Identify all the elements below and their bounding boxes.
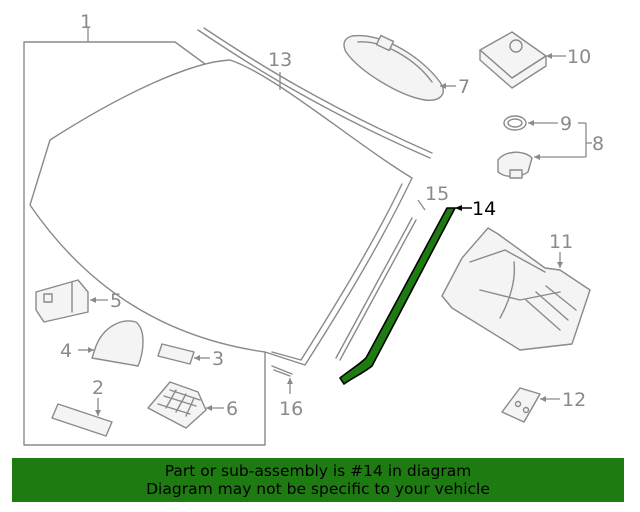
part-12-small-bracket bbox=[501, 387, 541, 423]
callout-4: 4 bbox=[60, 340, 72, 362]
callout-10: 10 bbox=[567, 46, 591, 68]
callout-6-arrowhead bbox=[206, 405, 212, 411]
part-13-upper-moulding-edge bbox=[203, 27, 433, 154]
part-10-sensor-mount bbox=[479, 31, 547, 89]
part-13-upper-moulding bbox=[197, 29, 431, 159]
callout-14: 14 bbox=[472, 198, 496, 220]
callout-12: 12 bbox=[562, 389, 586, 411]
part-14-pillar-moulding-highlighted bbox=[339, 207, 456, 385]
windshield-glass bbox=[29, 59, 413, 366]
part-2-plate bbox=[51, 403, 113, 437]
callout-14-arrowhead bbox=[455, 205, 462, 211]
callout-16-arrowhead bbox=[287, 378, 293, 384]
part-3-adhesive-pad bbox=[157, 343, 195, 365]
part-11-console-housing bbox=[441, 227, 591, 351]
callout-9: 9 bbox=[560, 113, 572, 135]
callout-6: 6 bbox=[226, 398, 238, 420]
callout-11: 11 bbox=[549, 231, 573, 253]
part-4-sensor-cover bbox=[91, 320, 144, 367]
callout-1: 1 bbox=[80, 11, 92, 33]
callout-15-leader bbox=[417, 199, 426, 211]
part-9-ring-inner bbox=[507, 118, 523, 128]
callout-9-arrowhead bbox=[528, 120, 534, 126]
windshield-inner-edge bbox=[271, 183, 403, 361]
part-15-side-moulding bbox=[335, 217, 417, 361]
part-8-sensor-bracket bbox=[497, 151, 533, 179]
part-6-rain-sensor-bracket bbox=[147, 381, 207, 429]
info-banner: Part or sub-assembly is #14 in diagram D… bbox=[12, 458, 624, 502]
callout-2: 2 bbox=[92, 377, 104, 399]
part-16-clip bbox=[271, 365, 293, 377]
callout-3: 3 bbox=[212, 348, 224, 370]
callout-11-arrowhead bbox=[557, 262, 563, 268]
callout-4-arrowhead bbox=[88, 347, 94, 353]
callout-12-arrowhead bbox=[540, 396, 546, 402]
callout-7: 7 bbox=[458, 76, 470, 98]
callout-3-arrowhead bbox=[194, 355, 200, 361]
callout-8-arrowhead bbox=[534, 154, 540, 160]
callout-5-arrowhead bbox=[90, 297, 96, 303]
part-7-rearview-mirror bbox=[343, 34, 444, 101]
callout-8: 8 bbox=[592, 133, 604, 155]
windshield-parts-diagram: 1 13 7 10 9 bbox=[23, 11, 604, 446]
callout-10-arrowhead bbox=[546, 53, 552, 59]
callout-7-arrowhead bbox=[440, 83, 446, 89]
banner-line-2: Diagram may not be specific to your vehi… bbox=[146, 480, 490, 498]
callout-13: 13 bbox=[268, 49, 292, 71]
banner-line-1: Part or sub-assembly is #14 in diagram bbox=[164, 462, 472, 480]
callout-16: 16 bbox=[279, 398, 303, 420]
part-9-ring bbox=[503, 115, 527, 131]
callout-2-arrowhead bbox=[95, 410, 101, 416]
part-5-mirror-bracket bbox=[35, 279, 89, 323]
callout-15: 15 bbox=[425, 183, 449, 205]
callout-5: 5 bbox=[110, 290, 122, 312]
